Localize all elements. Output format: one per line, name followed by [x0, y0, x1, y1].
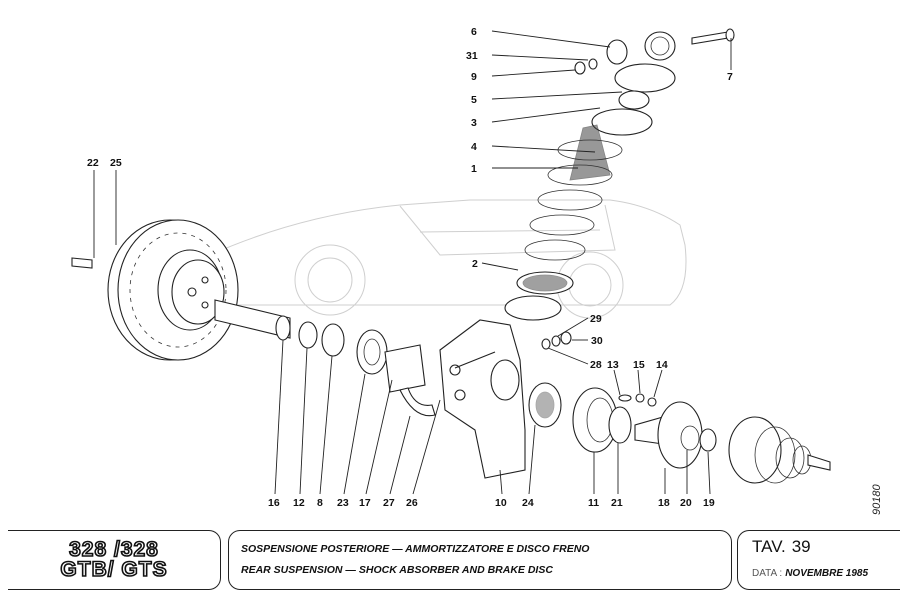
callout-1: 1 — [471, 163, 477, 175]
shock-absorber-icon — [504, 31, 676, 321]
sheet-number: 39 — [791, 537, 811, 556]
model-line-1: 328 /328 — [68, 538, 159, 561]
callout-25: 25 — [110, 157, 122, 169]
description-english: REAR SUSPENSION — SHOCK ABSORBER AND BRA… — [241, 564, 553, 576]
callout-8: 8 — [317, 497, 323, 509]
callout-2: 2 — [472, 258, 478, 270]
washer-nut-icon — [541, 331, 572, 350]
callout-23: 23 — [337, 497, 349, 509]
callout-4: 4 — [471, 141, 477, 153]
date-row: DATA :NOVEMBRE 1985 — [752, 568, 868, 579]
callout-27: 27 — [383, 497, 395, 509]
drive-shaft-boot-icon — [728, 416, 831, 484]
callout-22: 22 — [87, 157, 99, 169]
hub-carrier-icon — [439, 319, 562, 479]
model-line-2: GTB/ GTS — [60, 558, 168, 581]
callout-19: 19 — [703, 497, 715, 509]
brake-disc-icon — [107, 219, 291, 361]
model-name: 328 /328 GTB/ GTS — [60, 538, 168, 581]
callout-9: 9 — [471, 71, 477, 83]
callout-14: 14 — [656, 359, 668, 371]
callout-3: 3 — [471, 117, 477, 129]
description-box: SOSPENSIONE POSTERIORE — AMMORTIZZATORE … — [228, 530, 732, 590]
bolt-icon — [691, 28, 735, 45]
callout-13: 13 — [607, 359, 619, 371]
car-silhouette-icon — [149, 199, 687, 319]
wheel-bolt-icon — [71, 257, 93, 269]
callout-20: 20 — [680, 497, 692, 509]
model-box: 328 /328 GTB/ GTS — [8, 530, 221, 590]
callout-28: 28 — [590, 359, 602, 371]
sheet-label: TAV. — [752, 537, 786, 556]
callout-26: 26 — [406, 497, 418, 509]
callout-31: 31 — [466, 50, 478, 62]
bearing-seal-icon — [298, 321, 436, 417]
description-italian: SOSPENSIONE POSTERIORE — AMMORTIZZATORE … — [241, 543, 590, 555]
callout-21: 21 — [611, 497, 623, 509]
callout-10: 10 — [495, 497, 507, 509]
callout-17: 17 — [359, 497, 371, 509]
leader-lines — [93, 30, 732, 495]
drawing-number: 90180 — [871, 484, 883, 515]
callout-6: 6 — [471, 26, 477, 38]
hub-flange-icon — [572, 387, 717, 469]
callout-7: 7 — [727, 71, 733, 83]
callout-29: 29 — [590, 313, 602, 325]
callout-18: 18 — [658, 497, 670, 509]
sheet-reference: TAV. 39 — [752, 537, 811, 557]
date-label: DATA : — [752, 568, 783, 579]
nut-washer-icon — [574, 58, 598, 75]
sheet-box: TAV. 39 DATA :NOVEMBRE 1985 — [737, 530, 900, 590]
callout-24: 24 — [522, 497, 534, 509]
callout-11: 11 — [588, 497, 599, 509]
exploded-parts-diagram: 6 31 9 5 3 4 1 7 22 25 2 29 30 28 13 15 … — [71, 26, 883, 515]
callout-5: 5 — [471, 94, 477, 106]
callout-12: 12 — [293, 497, 305, 509]
date-value: NOVEMBRE 1985 — [785, 568, 869, 579]
callout-15: 15 — [633, 359, 645, 371]
callout-30: 30 — [591, 335, 603, 347]
callout-16: 16 — [268, 497, 280, 509]
callout-labels: 6 31 9 5 3 4 1 7 22 25 2 29 30 28 13 15 … — [87, 26, 733, 509]
